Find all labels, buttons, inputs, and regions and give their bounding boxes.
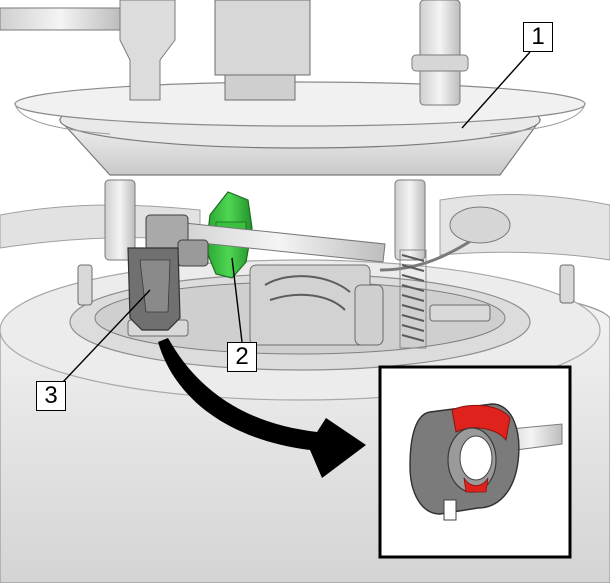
leader-line-3 [61,289,151,384]
leader-line-2 [231,257,243,343]
spring [399,249,427,349]
callout-1: 1 [523,22,553,52]
pump-internals [249,206,511,346]
detail-inset [378,365,572,559]
callout-2-label: 2 [235,343,249,370]
callout-2: 2 [227,342,257,372]
connector-detail-icon [409,403,563,521]
top-outlets [0,0,469,106]
top-flange [14,81,586,176]
curved-arrow-icon [158,338,366,478]
callout-1-label: 1 [531,23,545,50]
support-rods [104,179,426,261]
leader-lines [61,51,531,384]
quick-connector [127,214,209,331]
leader-line-1 [461,51,531,129]
callout-3-label: 3 [44,382,58,409]
callout-3: 3 [36,381,66,411]
